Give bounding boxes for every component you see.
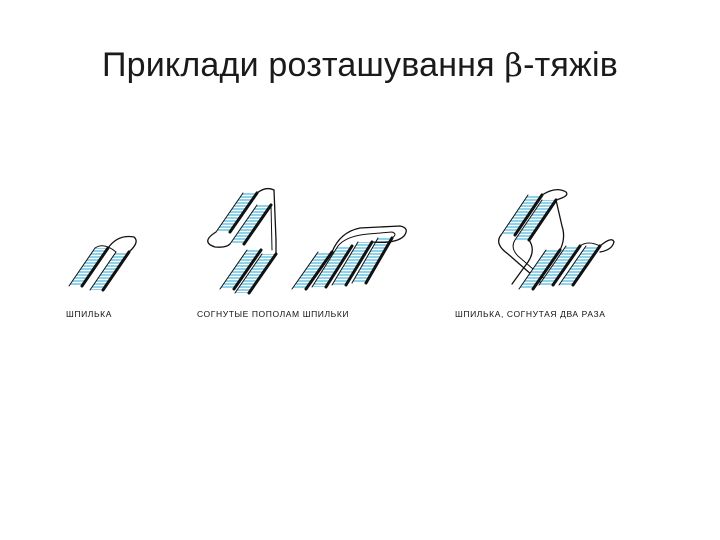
hairpin-figure <box>68 235 137 292</box>
front-strands <box>518 244 602 291</box>
folded-hairpins-caption: СОГНУТЫЕ ПОПОЛАМ ШПИЛЬКИ <box>197 309 350 319</box>
hairpin-turn <box>107 235 137 253</box>
slide-title: Приклади розташування β-тяжів <box>0 46 720 85</box>
strand-1 <box>68 246 110 288</box>
upper-strands <box>215 191 273 246</box>
lower-strands <box>219 248 278 295</box>
hairpin-caption: ШПИЛЬКА <box>66 309 112 319</box>
title-suffix: -тяжів <box>523 46 618 84</box>
folded-hairpins-figure <box>207 187 407 295</box>
back-strands <box>500 193 558 242</box>
title-text: Приклади розташування <box>101 46 505 84</box>
strand-2 <box>89 250 131 292</box>
sheet-strands <box>291 236 394 291</box>
beta-symbol: β <box>504 46 524 84</box>
twice-bent-hairpin-figure <box>498 188 615 291</box>
twice-bent-hairpin-caption: ШПИЛЬКА, СОГНУТАЯ ДВА РАЗА <box>455 309 606 319</box>
